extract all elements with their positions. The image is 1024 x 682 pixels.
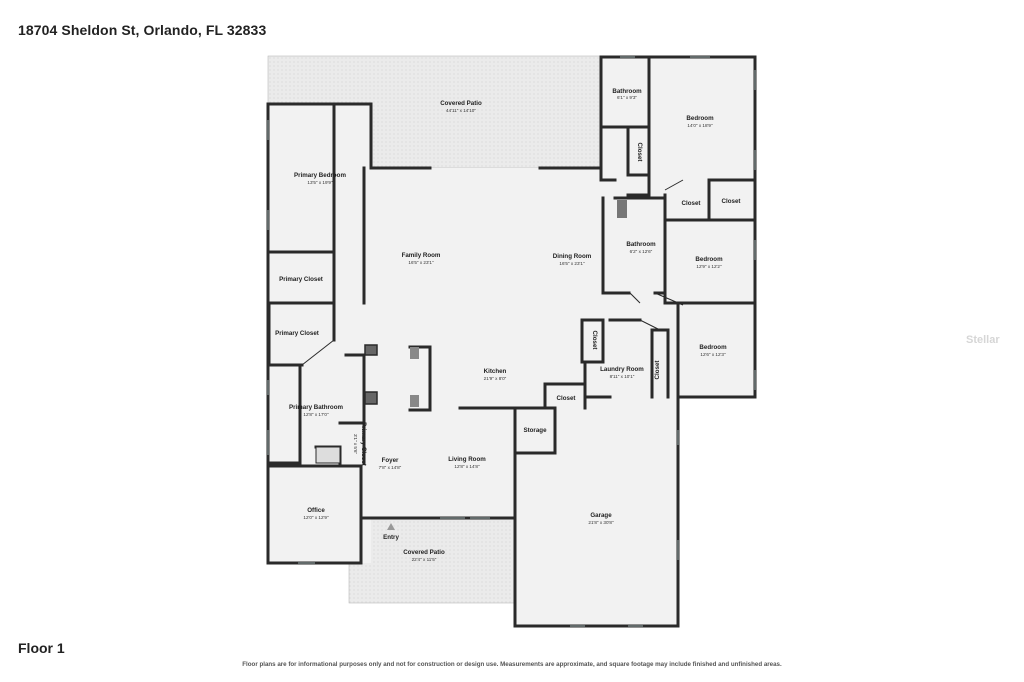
room-label-bedroom-1: Bedroom: [686, 115, 714, 122]
room-dims-kitchen: 21'9" x 8'0": [484, 376, 507, 381]
room-labels: Covered Patio 44'11" x 14'10" Bathroom 6…: [275, 88, 740, 562]
walls: [266, 55, 757, 628]
room-label-closet-1: Closet: [636, 143, 643, 162]
room-dims-primary-bathroom: 12'8" x 17'0": [303, 412, 329, 417]
room-label-bathroom-1: Bathroom: [612, 88, 642, 95]
property-address: 18704 Sheldon St, Orlando, FL 32833: [18, 22, 267, 38]
room-label-primary-closet-1: Primary Closet: [279, 276, 323, 283]
room-dims-primary-bedroom: 13'5" x 19'9": [307, 180, 333, 185]
room-label-laundry-room: Laundry Room: [600, 366, 644, 373]
room-label-bedroom-3: Bedroom: [699, 344, 727, 351]
room-label-living-room: Living Room: [448, 456, 486, 463]
room-label-kitchen: Kitchen: [484, 368, 507, 375]
room-dims-covered-patio-front: 22'4" x 11'5": [412, 557, 437, 562]
interior-floor: [269, 57, 755, 626]
room-label-primary-closet-2: Primary Closet: [275, 330, 319, 337]
room-dims-office: 12'0" x 12'9": [303, 515, 329, 520]
room-label-bathroom-2: Bathroom: [626, 241, 656, 248]
room-dims-family-room: 16'5" x 23'1": [408, 260, 434, 265]
room-label-garage: Garage: [590, 512, 612, 519]
room-dims-laundry-room: 8'11" x 10'1": [610, 374, 635, 379]
room-label-foyer: Foyer: [382, 457, 399, 464]
room-label-covered-patio-back: Covered Patio: [440, 100, 482, 107]
room-label-primary-bedroom: Primary Bedroom: [294, 172, 346, 179]
room-label-closet-3: Closet: [722, 198, 741, 205]
windows: [267, 56, 756, 627]
room-label-storage: Storage: [523, 427, 547, 434]
room-dims-foyer: 7'8" x 14'8": [379, 465, 402, 470]
kitchen-fixtures: [315, 200, 627, 464]
room-dims-bedroom-3: 12'6" x 12'3": [700, 352, 726, 357]
room-label-office: Office: [307, 507, 325, 514]
room-label-primary-closet-3: Primary Closet: [360, 422, 367, 466]
room-dims-dining-room: 16'5" x 23'1": [559, 261, 585, 266]
room-dims-bedroom-2: 12'9" x 12'2": [696, 264, 722, 269]
room-label-closet-2: Closet: [682, 200, 701, 207]
front-patio-area: [348, 517, 516, 604]
entry-arrow-icon: [387, 523, 395, 530]
disclaimer: Floor plans are for informational purpos…: [242, 661, 782, 668]
watermark: Stellar: [966, 334, 1000, 346]
room-label-dining-room: Dining Room: [553, 253, 592, 260]
room-label-closet-5: Closet: [654, 361, 661, 380]
room-dims-living-room: 12'8" x 14'8": [454, 464, 480, 469]
room-label-closet-4: Closet: [591, 331, 598, 350]
room-dims-covered-patio-back: 44'11" x 14'10": [446, 108, 476, 113]
room-label-bedroom-2: Bedroom: [695, 256, 723, 263]
room-label-entry: Entry: [383, 534, 399, 541]
room-label-closet-6: Closet: [557, 395, 576, 402]
room-dims-bathroom-2: 6'2" x 12'6": [630, 249, 653, 254]
room-label-covered-patio-front: Covered Patio: [403, 549, 445, 556]
floor-label: Floor 1: [18, 640, 65, 656]
door-swings: [301, 179, 684, 366]
room-dims-bathroom-1: 6'1" x 9'3": [617, 95, 637, 100]
room-dims-garage: 21'8" x 30'8": [588, 520, 614, 525]
room-dims-bedroom-1: 14'0" x 18'9": [687, 123, 713, 128]
room-label-primary-bathroom: Primary Bathroom: [289, 404, 343, 411]
room-label-family-room: Family Room: [402, 252, 441, 259]
room-dims-primary-closet-3: 3'1" x 5'6": [353, 434, 358, 454]
